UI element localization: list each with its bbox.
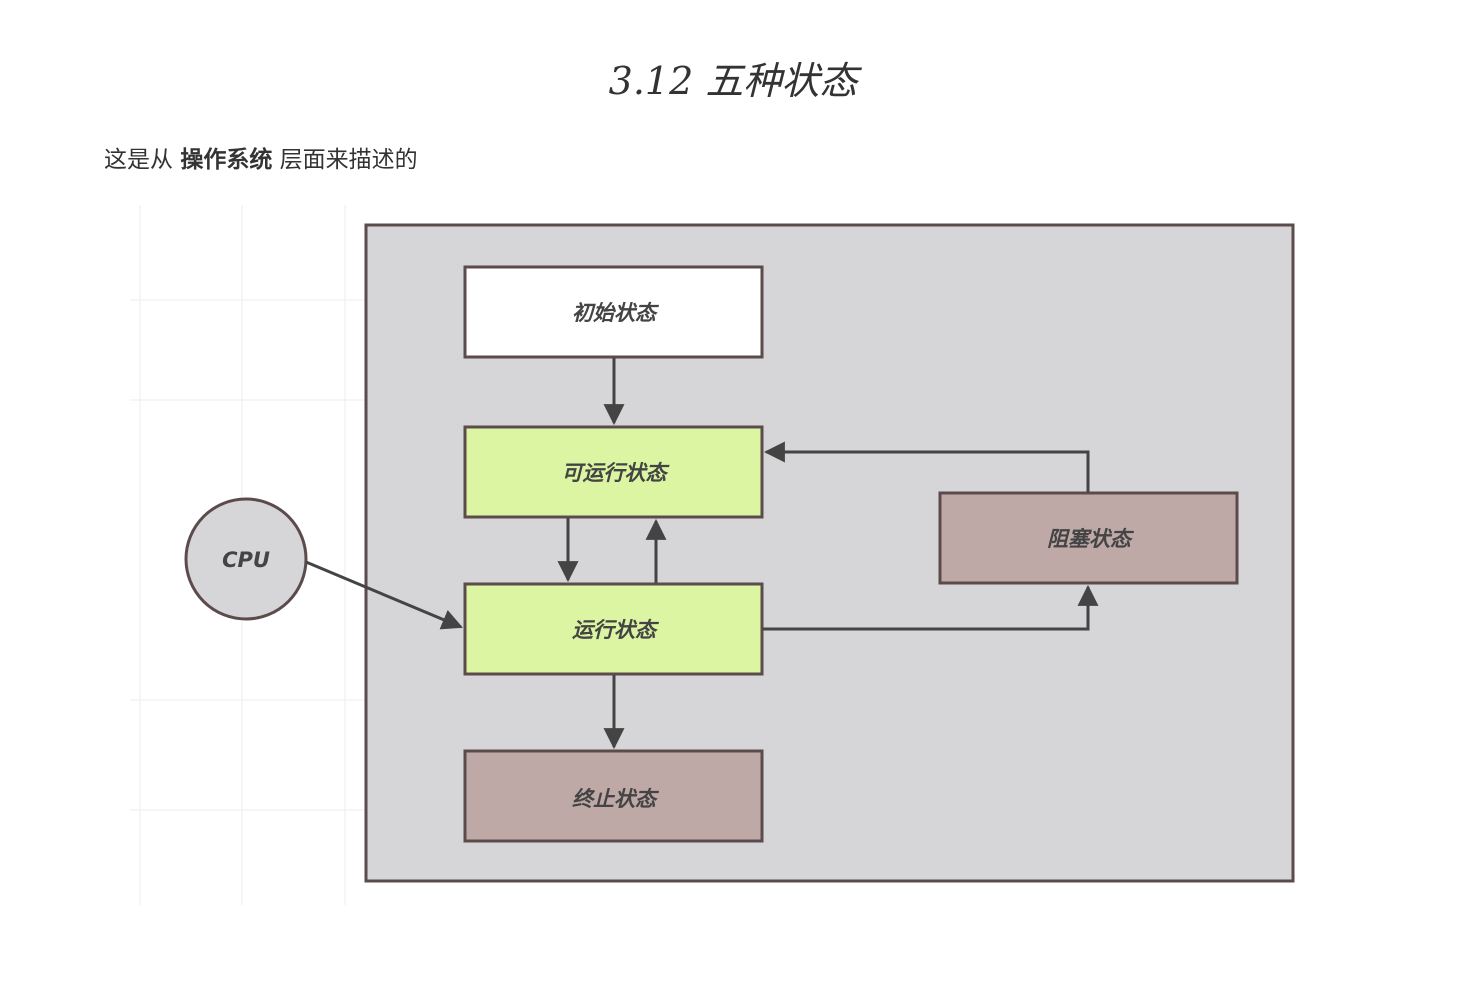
state-initial <box>463 265 764 359</box>
state-terminated-label: 终止状态 <box>572 787 660 811</box>
subtitle-bold: 操作系统 <box>180 147 273 173</box>
cpu-label: CPU <box>222 548 270 572</box>
state-running-label: 运行状态 <box>572 618 660 642</box>
state-blocked <box>938 491 1239 585</box>
state-blocked-label: 阻塞状态 <box>1047 527 1135 551</box>
state-runnable <box>463 425 764 519</box>
state-terminated <box>463 749 764 843</box>
page-title: 3.12 五种状态 <box>608 59 858 103</box>
arrow-blocked-to-runnable <box>763 441 1090 492</box>
subtitle-suffix: 层面来描述的 <box>272 147 418 173</box>
subtitle: 这是从 操作系统 层面来描述的 <box>104 140 418 174</box>
subtitle-prefix: 这是从 <box>104 147 181 173</box>
state-initial-label: 初始状态 <box>572 301 660 325</box>
arrow-cpu-to-running <box>305 560 463 630</box>
cpu-node <box>184 497 308 621</box>
state-runnable-label: 可运行状态 <box>562 461 671 485</box>
arrow-running-to-blocked <box>763 584 1099 631</box>
state-running <box>463 582 764 676</box>
